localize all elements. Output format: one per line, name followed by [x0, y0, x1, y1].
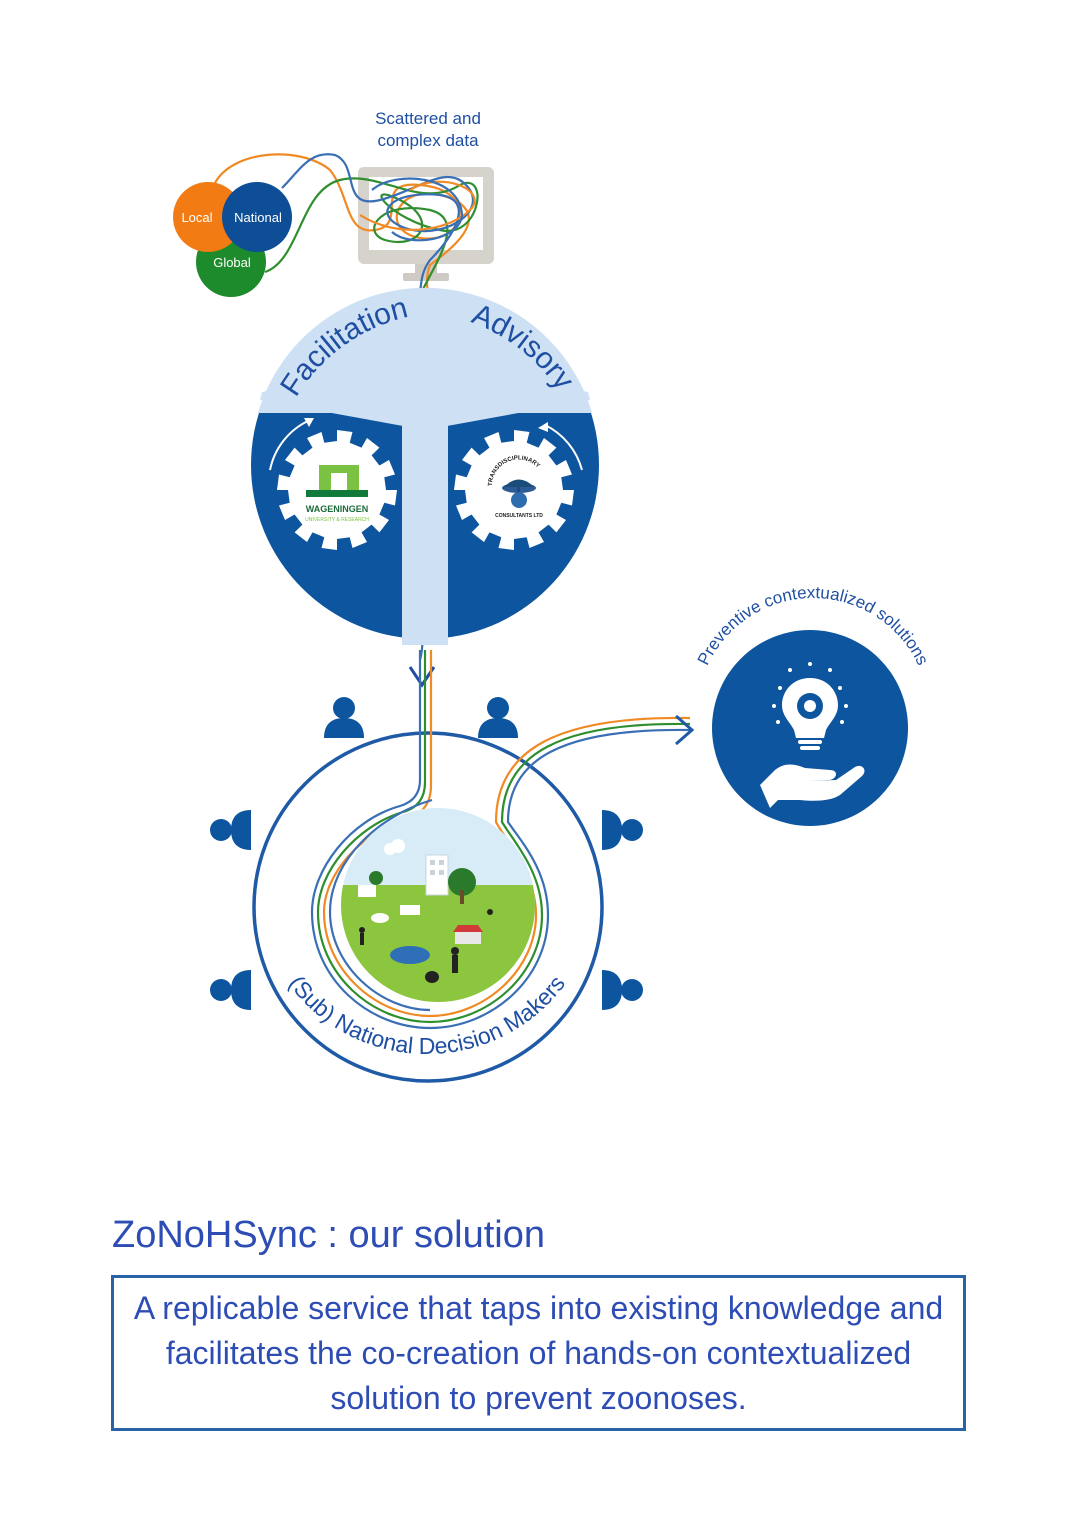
- wageningen-logo: WAGENINGEN UNIVERSITY & RESEARCH: [305, 465, 369, 523]
- facilitation-advisory-wheel: [251, 287, 599, 645]
- person-icon: [210, 810, 251, 850]
- scale-local-label: Local: [181, 210, 212, 225]
- rotation-arrow-icon: [269, 419, 311, 471]
- caption-title: ZoNoHSync : our solution: [112, 1214, 545, 1256]
- caption-text: A replicable service that taps into exis…: [133, 1289, 944, 1416]
- scale-circles: Local National Global: [173, 182, 292, 297]
- scale-global-label: Global: [213, 255, 251, 270]
- rotation-arrow-head-icon: [538, 422, 548, 432]
- wageningen-name: WAGENINGEN: [306, 504, 369, 514]
- person-icon: [210, 970, 251, 1010]
- person-icon: [602, 810, 643, 850]
- rotation-arrow-icon: [544, 424, 583, 471]
- person-icon: [324, 697, 364, 738]
- right-arrow-icon: [675, 714, 695, 746]
- lightbulb-hand-icon: [760, 662, 865, 808]
- people-group: [210, 697, 643, 1010]
- scale-national-label: National: [234, 210, 282, 225]
- person-icon: [478, 697, 518, 738]
- tdc-name-bottom: CONSULTANTS LTD: [495, 513, 543, 519]
- caption-box: A replicable service that taps into exis…: [111, 1275, 966, 1431]
- rotation-arrow-head-icon: [304, 418, 314, 427]
- decision-makers-group: [252, 731, 604, 1083]
- person-icon: [602, 970, 643, 1010]
- scattered-data-label-line2: complex data: [377, 131, 479, 150]
- scattered-data-label-line1: Scattered and: [375, 109, 481, 128]
- wageningen-subtitle: UNIVERSITY & RESEARCH: [305, 517, 369, 523]
- zonohsync-diagram: Local National Global Scattered and comp…: [173, 109, 932, 1083]
